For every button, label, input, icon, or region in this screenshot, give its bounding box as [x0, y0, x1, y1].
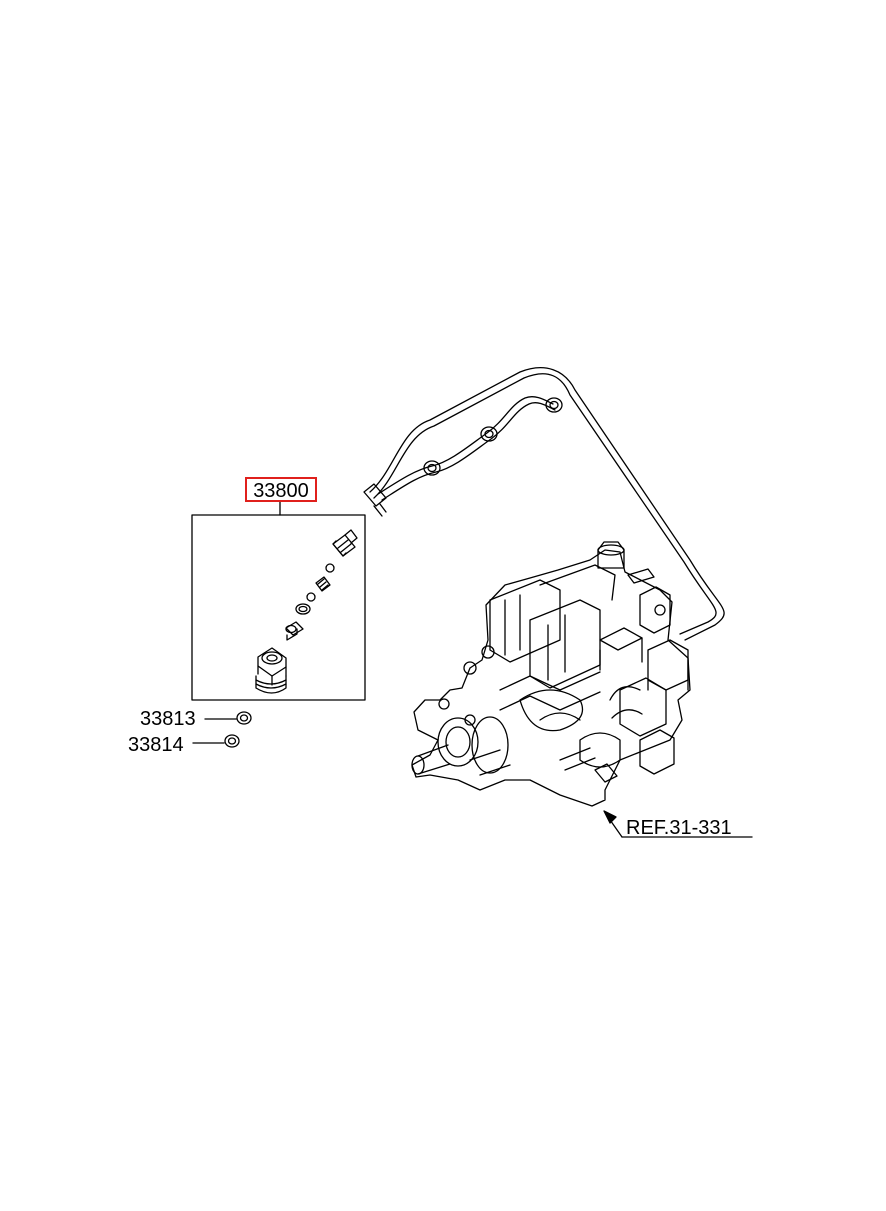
injection-pump-assembly: [411, 541, 691, 807]
injection-pipe: [363, 396, 563, 517]
parts-group-frame: [191, 514, 366, 701]
reference-arrow: [603, 810, 753, 838]
part-number-33813[interactable]: 33813: [140, 708, 196, 730]
part-number-33814[interactable]: 33814: [128, 734, 184, 756]
fuel-return-pipe: [369, 367, 725, 641]
nozzle-parts-exploded: [255, 529, 358, 694]
washer-33813: [236, 711, 252, 725]
washer-33814: [224, 734, 240, 748]
part-number-33800[interactable]: 33800: [245, 477, 317, 502]
reference-label[interactable]: REF.31-331: [626, 817, 732, 839]
